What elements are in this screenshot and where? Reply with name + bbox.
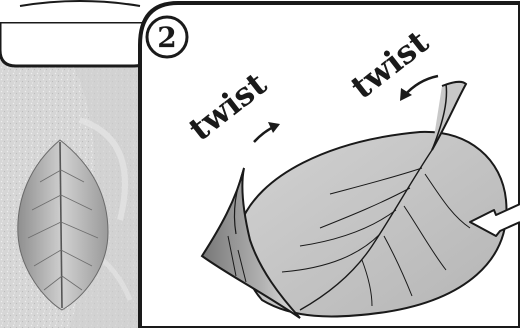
previous-step-panel	[0, 0, 150, 66]
step-number: 2	[157, 21, 176, 54]
step-number-badge: 2	[147, 17, 187, 57]
